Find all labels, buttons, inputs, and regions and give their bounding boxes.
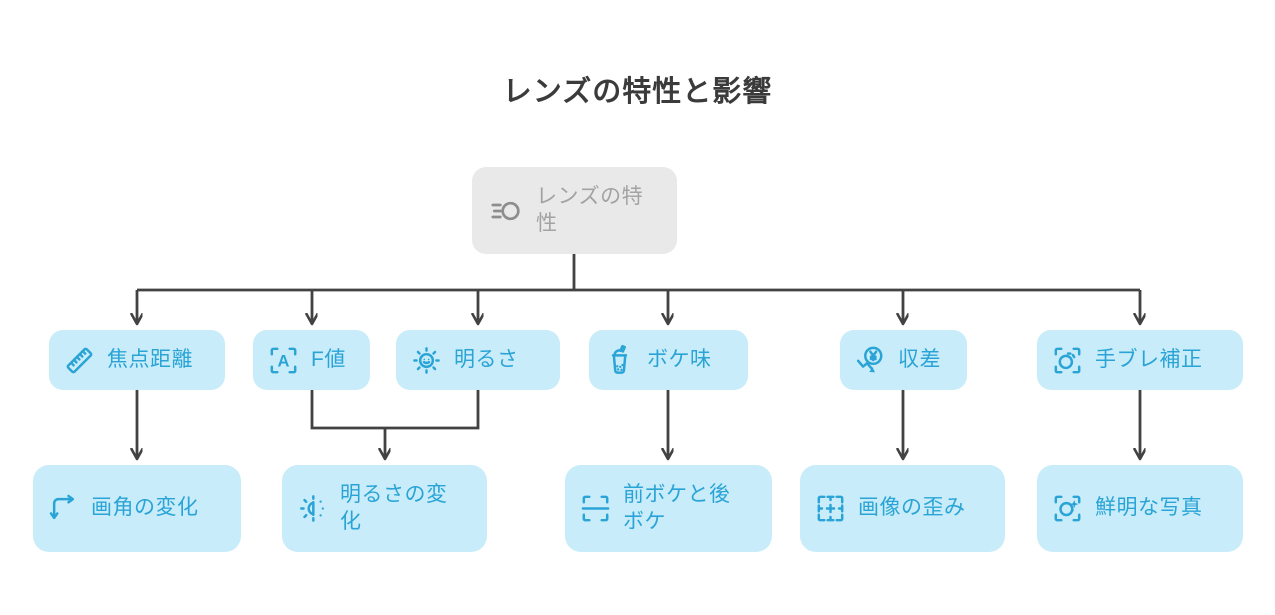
node-stabilization[interactable]: 手ブレ補正 <box>1037 330 1243 390</box>
node-label: 手ブレ補正 <box>1095 347 1203 371</box>
grid-frame-icon <box>814 492 847 525</box>
af-frame-icon: A <box>267 344 300 377</box>
node-brightness-change[interactable]: 明るさの変化 <box>282 465 487 552</box>
node-image-distortion[interactable]: 画像の歪み <box>800 465 1005 552</box>
sun-smile-icon <box>410 344 443 377</box>
corner-arrows-icon <box>47 492 80 525</box>
node-label: 画角の変化 <box>91 496 199 520</box>
node-aberration[interactable]: 収差 <box>840 330 967 390</box>
node-f-number[interactable]: A F値 <box>253 330 370 390</box>
node-label: 明るさ <box>454 347 519 371</box>
svg-text:A: A <box>278 352 290 370</box>
node-label: 鮮明な写真 <box>1095 496 1203 520</box>
node-label: 明るさの変化 <box>340 483 448 533</box>
node-lens-characteristics[interactable]: レンズの特性 <box>472 167 677 254</box>
node-label: 収差 <box>898 347 941 371</box>
brightness-icon <box>296 492 329 525</box>
node-focal-length[interactable]: 焦点距離 <box>49 330 225 390</box>
yen-decline-icon <box>854 344 887 377</box>
sparkle-frame-icon <box>1051 492 1084 525</box>
diagram-title: レンズの特性と影響 <box>502 76 773 108</box>
node-bokeh[interactable]: ボケ味 <box>589 330 748 390</box>
node-front-back-bokeh[interactable]: 前ボケと後ボケ <box>565 465 772 552</box>
node-sharp-photo[interactable]: 鮮明な写真 <box>1037 465 1243 552</box>
stabilizer-icon <box>1051 344 1084 377</box>
node-brightness[interactable]: 明るさ <box>396 330 560 390</box>
node-label: F値 <box>311 347 346 371</box>
lens-icon <box>488 193 524 229</box>
node-angle-of-view-change[interactable]: 画角の変化 <box>33 465 241 552</box>
node-label: 前ボケと後ボケ <box>623 483 731 533</box>
node-label: レンズの特性 <box>536 185 644 235</box>
node-label: 画像の歪み <box>858 496 966 520</box>
bokeh-frame-icon <box>579 492 612 525</box>
boba-cup-icon <box>603 344 636 377</box>
ruler-icon <box>63 344 96 377</box>
node-label: 焦点距離 <box>107 347 193 371</box>
node-label: ボケ味 <box>647 347 712 371</box>
edge-merge-f-brightness <box>310 390 480 430</box>
